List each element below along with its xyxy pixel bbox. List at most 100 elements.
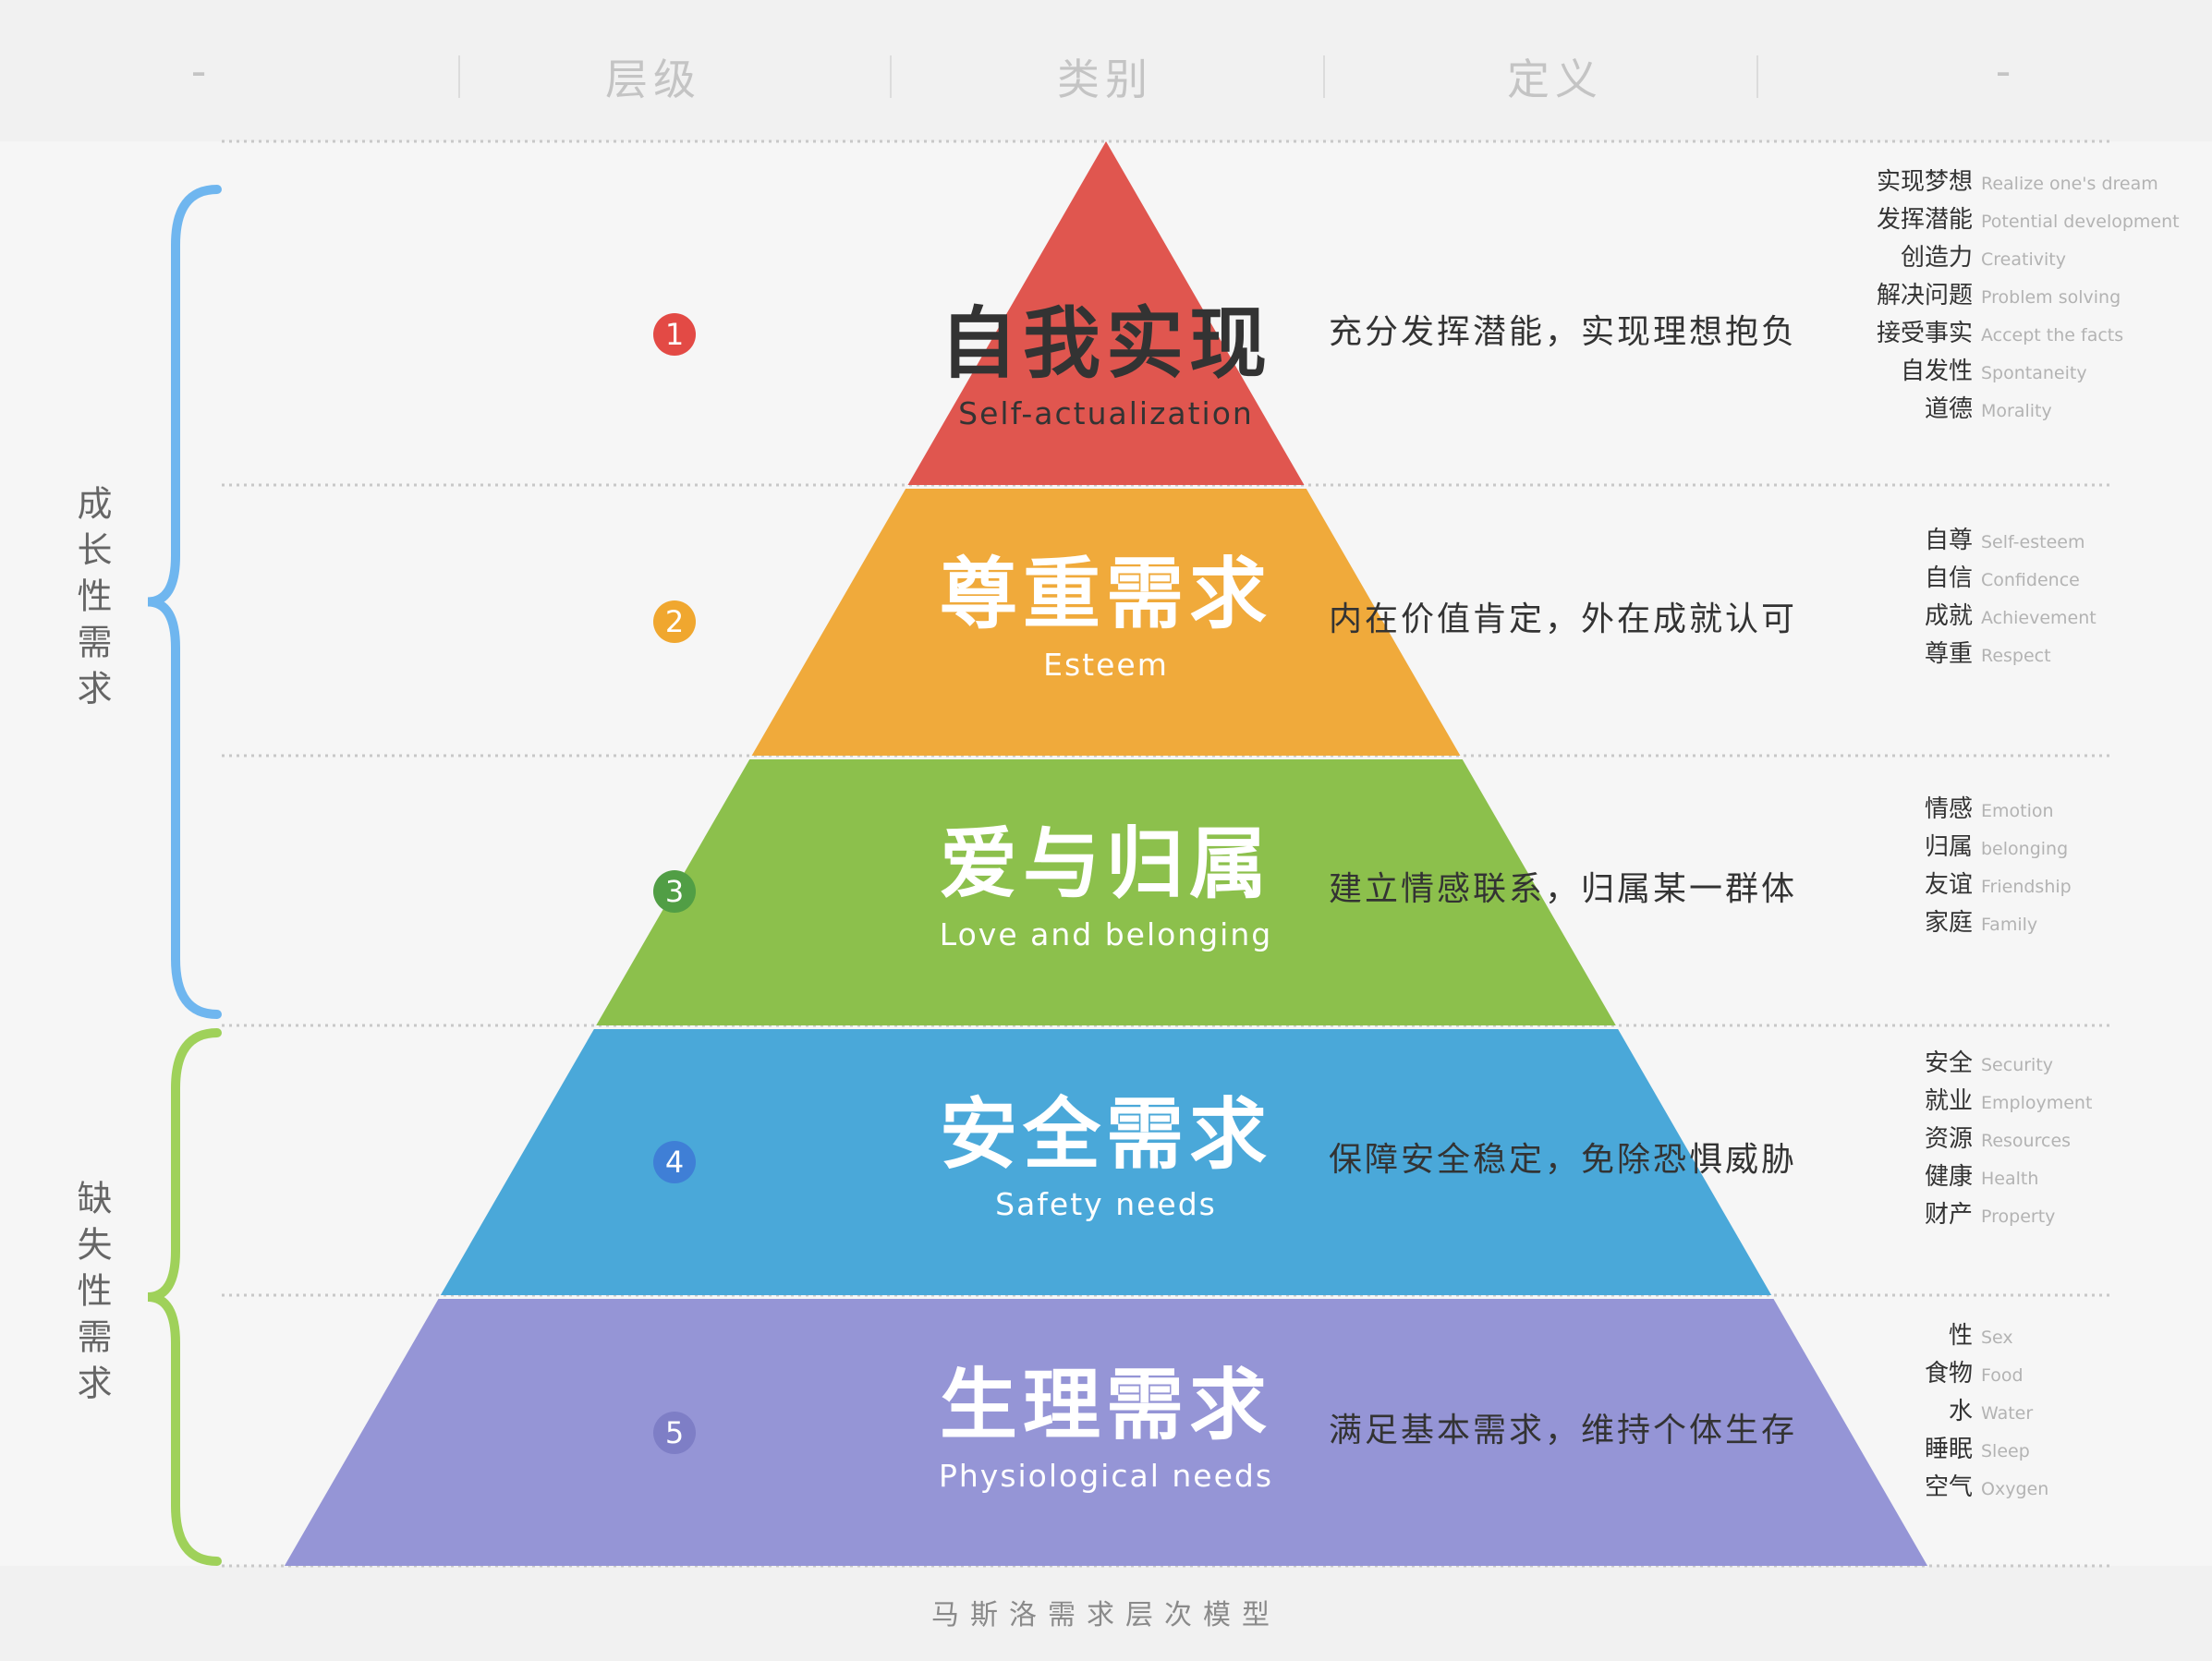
need-item-zh: 道德 — [1924, 395, 1973, 423]
need-item-zh: 接受事实 — [1876, 320, 1973, 347]
need-item: 性 Sex — [1756, 1317, 2212, 1354]
deficiency-needs-label: 缺失性需求 — [71, 1180, 112, 1411]
header-divider — [458, 55, 460, 98]
need-item-en: Realize one's dream — [1981, 174, 2158, 194]
need-item-en: Respect — [1981, 646, 2051, 666]
need-item-zh: 解决问题 — [1876, 282, 1973, 309]
pyramid-level-3 — [596, 759, 1616, 1025]
need-item-en: Employment — [1981, 1093, 2093, 1113]
need-item-zh: 实现梦想 — [1876, 168, 1973, 196]
need-item: 水 Water — [1756, 1393, 2212, 1430]
need-item-en: Resources — [1981, 1131, 2072, 1151]
level-number-badge: 4 — [653, 1141, 696, 1183]
deficiency-needs-brace — [147, 1028, 222, 1566]
need-item-zh: 水 — [1948, 1398, 1973, 1425]
need-item-zh: 成就 — [1924, 602, 1973, 630]
level-number-badge: 1 — [653, 313, 696, 356]
footer-band — [0, 1566, 2212, 1661]
header-col-level: 层级 — [605, 55, 701, 104]
need-item: 空气 Oxygen — [1756, 1469, 2212, 1506]
need-item: 资源 Resources — [1756, 1121, 2212, 1158]
pyramid-level-5 — [284, 1299, 1928, 1566]
need-item: 实现梦想 Realize one's dream — [1756, 164, 2212, 200]
need-item-en: Oxygen — [1981, 1479, 2049, 1499]
level-english-title: Self-actualization — [958, 395, 1254, 431]
need-item: 友谊 Friendship — [1756, 867, 2212, 903]
need-item-zh: 友谊 — [1924, 871, 1973, 899]
header-band — [0, 0, 2212, 141]
need-item-en: Sleep — [1981, 1441, 2030, 1461]
need-item-en: Spontaneity — [1981, 363, 2087, 383]
need-item-zh: 财产 — [1924, 1201, 1973, 1229]
need-item: 自发性 Spontaneity — [1756, 353, 2212, 390]
need-item-en: Family — [1981, 915, 2038, 935]
need-item: 家庭 Family — [1756, 904, 2212, 941]
need-item: 食物 Food — [1756, 1355, 2212, 1392]
need-item-zh: 自信 — [1924, 564, 1973, 592]
level-number-badge: 3 — [653, 870, 696, 913]
need-item-zh: 情感 — [1924, 795, 1973, 823]
pyramid-level-2 — [751, 489, 1461, 756]
header-col-placeholder-left: - — [190, 46, 213, 96]
need-item-en: Property — [1981, 1206, 2056, 1227]
need-item-en: Morality — [1981, 401, 2052, 421]
level-definition: 满足基本需求，维持个体生存 — [1329, 1412, 1798, 1449]
need-item-zh: 食物 — [1924, 1360, 1973, 1388]
level-title: 尊重需求 — [939, 549, 1272, 639]
level-english-title: Esteem — [1043, 647, 1169, 683]
pyramid-level-4 — [440, 1029, 1772, 1295]
need-item-en: Potential development — [1981, 212, 2180, 232]
level-english-title: Safety needs — [995, 1186, 1217, 1222]
header-col-placeholder-right: - — [1995, 46, 2017, 96]
level-title: 安全需求 — [939, 1089, 1272, 1180]
header-divider — [1756, 55, 1758, 98]
level-definition: 保障安全稳定，免除恐惧威胁 — [1329, 1141, 1798, 1179]
need-item: 创造力 Creativity — [1756, 239, 2212, 276]
need-item-zh: 创造力 — [1900, 244, 1973, 272]
need-item-en: Water — [1981, 1403, 2034, 1424]
need-item-zh: 归属 — [1924, 833, 1973, 861]
level-title: 爱与归属 — [939, 818, 1272, 909]
need-item: 财产 Property — [1756, 1196, 2212, 1233]
growth-needs-brace — [147, 185, 222, 1019]
need-item-en: Achievement — [1981, 608, 2097, 628]
need-item-en: Sex — [1981, 1328, 2013, 1348]
need-item-en: Accept the facts — [1981, 325, 2124, 346]
level-number-badge: 5 — [653, 1412, 696, 1454]
level-english-title: Physiological needs — [938, 1458, 1274, 1494]
level-title: 生理需求 — [939, 1360, 1272, 1450]
growth-needs-label: 成长性需求 — [71, 485, 112, 716]
need-item-zh: 空气 — [1924, 1473, 1973, 1501]
need-item-en: Security — [1981, 1055, 2054, 1075]
need-item-zh: 性 — [1948, 1322, 1973, 1350]
need-item: 道德 Morality — [1756, 391, 2212, 428]
need-item-zh: 资源 — [1924, 1125, 1973, 1153]
need-item-zh: 安全 — [1924, 1049, 1973, 1077]
need-item-en: Food — [1981, 1365, 2024, 1386]
need-item-en: Friendship — [1981, 877, 2072, 897]
pyramid-level-1 — [907, 141, 1305, 485]
header-divider — [890, 55, 892, 98]
need-item-en: Creativity — [1981, 249, 2066, 270]
need-item-zh: 尊重 — [1924, 640, 1973, 668]
level-definition: 充分发挥潜能，实现理想抱负 — [1329, 313, 1798, 351]
header-divider — [1323, 55, 1325, 98]
need-item-zh: 家庭 — [1924, 909, 1973, 937]
level-definition: 建立情感联系，归属某一群体 — [1329, 870, 1798, 908]
level-number-badge: 2 — [653, 600, 696, 643]
need-item-en: Self-esteem — [1981, 532, 2085, 552]
need-item: 接受事实 Accept the facts — [1756, 315, 2212, 352]
need-item-zh: 自发性 — [1900, 358, 1973, 385]
diagram-title: 马斯洛需求层次模型 — [931, 1599, 1281, 1631]
header-col-category: 类别 — [1057, 55, 1153, 104]
need-item: 成就 Achievement — [1756, 598, 2212, 635]
